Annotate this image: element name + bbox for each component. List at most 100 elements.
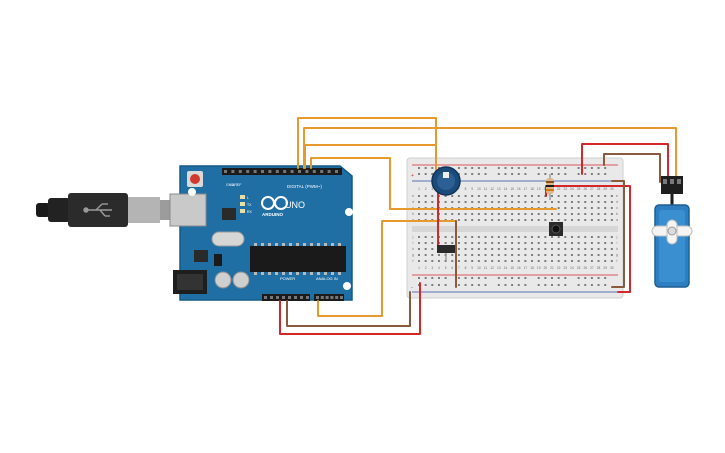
row-letter: b (412, 212, 414, 216)
led-rx-label: RX (247, 210, 253, 214)
breadboard-hole (577, 207, 580, 209)
resistor[interactable] (546, 174, 554, 200)
breadboard-hole (464, 284, 467, 286)
breadboard-hole (557, 254, 560, 256)
breadboard-hole (590, 284, 593, 286)
header-pin (306, 296, 309, 299)
breadboard-hole (517, 167, 520, 169)
breadboard-hole (424, 260, 427, 262)
breadboard-hole (531, 254, 534, 256)
column-number: 19 (537, 187, 541, 191)
chip-pins (254, 243, 341, 275)
breadboard-hole (564, 260, 567, 262)
column-number: 25 (577, 187, 581, 191)
breadboard[interactable]: + - 112233445566778899101011111212131314… (406, 157, 624, 299)
breadboard-hole (471, 254, 474, 256)
breadboard-hole (604, 213, 607, 215)
power-header[interactable] (262, 294, 310, 301)
potentiometer-indicator (443, 172, 449, 178)
breadboard-hole (491, 219, 494, 221)
breadboard-hole (471, 213, 474, 215)
row-letter: e (616, 194, 618, 198)
wire-red-5v[interactable] (279, 282, 421, 335)
breadboard-hole (544, 254, 547, 256)
analog-label: ANALOG IN (316, 276, 338, 281)
slide-switch[interactable] (437, 245, 455, 262)
breadboard-hole (464, 201, 467, 203)
breadboard-hole (531, 213, 534, 215)
breadboard-hole (610, 195, 613, 197)
breadboard-hole (597, 173, 600, 175)
arduino-uno-board[interactable]: L TX RX UNO ARDUINO DIGITAL (PWM~) AREF … (169, 165, 353, 301)
breadboard-hole (431, 254, 434, 256)
breadboard-hole (491, 195, 494, 197)
breadboard-hole (551, 167, 553, 169)
breadboard-hole (424, 242, 427, 244)
servo-horn[interactable] (651, 219, 693, 245)
breadboard-hole (451, 236, 454, 238)
breadboard-hole (544, 173, 547, 175)
wire-orange-servo-signal[interactable] (303, 127, 677, 183)
wire-red-servo-power[interactable] (581, 143, 669, 183)
pushbutton-cap[interactable] (551, 224, 561, 234)
analog-header[interactable] (314, 294, 344, 301)
breadboard-hole (418, 242, 420, 244)
breadboard-hole (551, 213, 553, 215)
aref-label: AREF (232, 183, 241, 187)
reset-button[interactable] (190, 174, 200, 184)
breadboard-hole (517, 284, 520, 286)
breadboard-hole (590, 254, 593, 256)
pushbutton[interactable] (549, 222, 563, 236)
power-label: POWER (280, 276, 295, 281)
rail-minus-label: - (411, 285, 413, 291)
breadboard-hole (610, 219, 613, 221)
breadboard-hole (564, 242, 567, 244)
breadboard-hole (564, 236, 567, 238)
breadboard-hole (517, 277, 520, 279)
breadboard-hole (477, 201, 480, 203)
breadboard-hole (471, 167, 474, 169)
header-pin (276, 296, 279, 299)
servo[interactable] (651, 176, 693, 288)
breadboard-hole (457, 236, 460, 238)
breadboard-hole (557, 242, 560, 244)
row-letter: i (617, 241, 618, 245)
potentiometer[interactable] (431, 166, 461, 196)
header-pin (224, 170, 227, 173)
breadboard-hole (457, 248, 460, 250)
usb-cable[interactable] (36, 193, 180, 227)
breadboard-hole (497, 167, 500, 169)
breadboard-hole (557, 284, 560, 286)
breadboard-hole (570, 195, 573, 197)
digital-header[interactable] (222, 168, 342, 175)
wire-brown-servo-gnd[interactable] (603, 153, 661, 183)
breadboard-hole (537, 219, 540, 221)
header-pin (264, 296, 267, 299)
breadboard-hole (564, 284, 567, 286)
column-number: 21 (550, 266, 554, 270)
column-number: 17 (524, 266, 528, 270)
wire-orange-pot-signal[interactable] (297, 117, 437, 177)
breadboard-hole (597, 219, 600, 221)
header-pin (231, 170, 235, 173)
breadboard-hole (604, 219, 607, 221)
breadboard-hole (511, 167, 514, 169)
breadboard-hole (457, 242, 460, 244)
breadboard-hole (570, 254, 573, 256)
wire-orange-button[interactable] (310, 157, 557, 210)
breadboard-hole (517, 254, 520, 256)
potentiometer-knob[interactable] (437, 172, 455, 190)
breadboard-hole (577, 277, 580, 279)
usb-socket (169, 193, 207, 227)
breadboard-hole (551, 236, 553, 238)
breadboard-hole (610, 260, 613, 262)
wire-brown-gnd[interactable] (286, 291, 411, 327)
usb-connector-metal (128, 197, 160, 223)
wire-brown-rail[interactable] (611, 180, 625, 288)
wire-orange-analog[interactable] (317, 220, 457, 317)
breadboard-hole (504, 201, 507, 203)
column-number: 13 (497, 266, 501, 270)
breadboard-hole (424, 236, 427, 238)
breadboard-hole (590, 277, 593, 279)
